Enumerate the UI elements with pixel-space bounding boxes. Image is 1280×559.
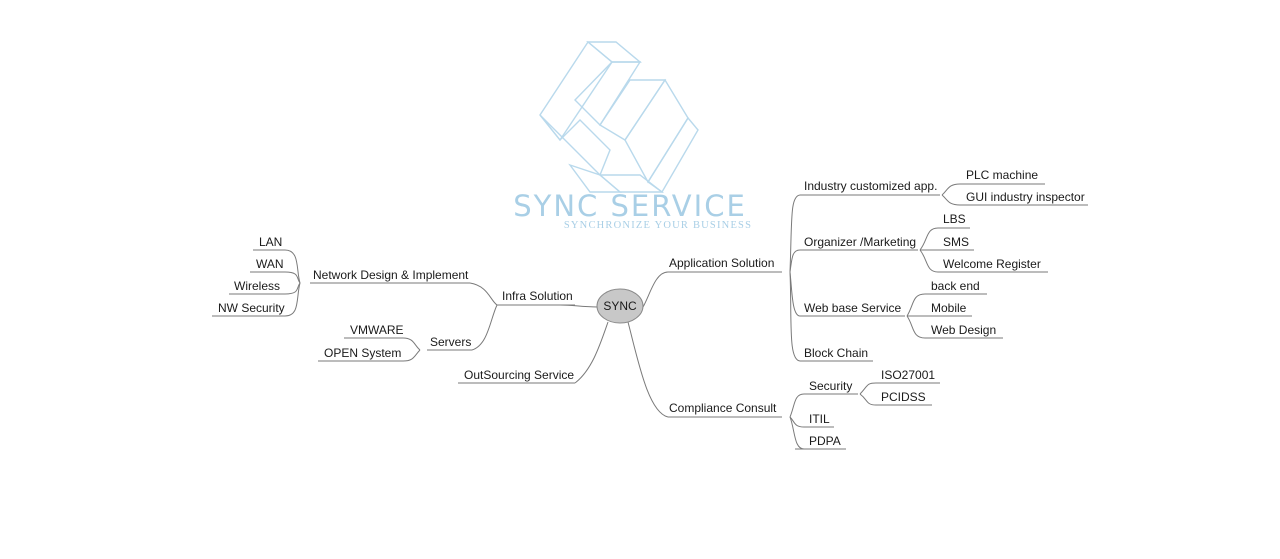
logo-title: SYNC SERVICE: [513, 189, 747, 223]
node-web-design[interactable]: Web Design: [931, 323, 996, 337]
node-compliance-consult[interactable]: Compliance Consult: [669, 401, 777, 415]
node-servers[interactable]: Servers: [430, 335, 471, 349]
node-outsourcing-service[interactable]: OutSourcing Service: [464, 368, 574, 382]
node-organizer-marketing[interactable]: Organizer /Marketing: [804, 235, 916, 249]
root-node[interactable]: SYNC: [596, 288, 644, 324]
mindmap-edges: [212, 183, 1088, 450]
root-node-shape: [596, 288, 644, 324]
node-plc-machine[interactable]: PLC machine: [966, 168, 1038, 182]
node-vmware[interactable]: VMWARE: [350, 323, 404, 337]
node-lan[interactable]: LAN: [259, 235, 282, 249]
node-pdpa[interactable]: PDPA: [809, 434, 841, 448]
node-industry-customized-app[interactable]: Industry customized app.: [804, 179, 937, 193]
node-block-chain[interactable]: Block Chain: [804, 346, 868, 360]
node-web-base-service[interactable]: Web base Service: [804, 301, 901, 315]
node-wireless[interactable]: Wireless: [234, 279, 280, 293]
node-application-solution[interactable]: Application Solution: [669, 256, 774, 270]
node-wan[interactable]: WAN: [256, 257, 284, 271]
node-iso27001[interactable]: ISO27001: [881, 368, 935, 382]
node-mobile[interactable]: Mobile: [931, 301, 967, 315]
node-welcome-register[interactable]: Welcome Register: [943, 257, 1041, 271]
node-nw-security[interactable]: NW Security: [218, 301, 285, 315]
node-sms[interactable]: SMS: [943, 235, 969, 249]
root-node-label: SYNC: [603, 299, 637, 313]
node-open-system[interactable]: OPEN System: [324, 346, 401, 360]
node-infra-solution[interactable]: Infra Solution: [502, 289, 573, 303]
node-pcidss[interactable]: PCIDSS: [881, 390, 926, 404]
logo-tagline: SYNCHRONIZE YOUR BUSINESS: [564, 220, 752, 231]
node-gui-industry-inspector[interactable]: GUI industry inspector: [966, 190, 1085, 204]
node-back-end[interactable]: back end: [931, 279, 980, 293]
node-network-design[interactable]: Network Design & Implement: [313, 268, 469, 282]
node-security[interactable]: Security: [809, 379, 852, 393]
sync-s-logo-icon: [539, 40, 699, 194]
node-itil[interactable]: ITIL: [809, 412, 830, 426]
node-lbs[interactable]: LBS: [943, 212, 966, 226]
